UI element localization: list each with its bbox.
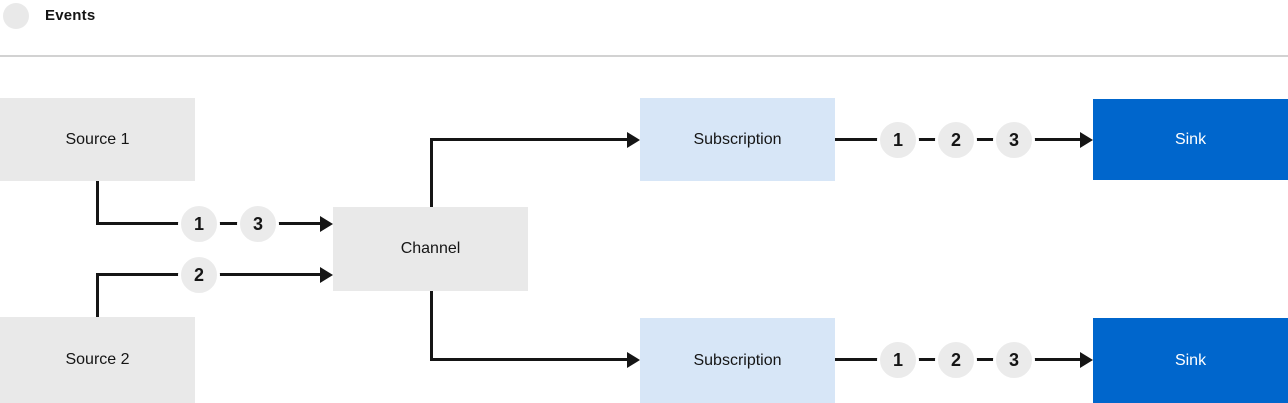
node-sink-2: Sink (1093, 318, 1288, 403)
arrowhead-into-subscription1 (627, 132, 640, 148)
arrowhead-into-subscription2 (627, 352, 640, 368)
connector-channel-up-vertical (430, 138, 433, 207)
node-subscription-1-label: Subscription (693, 130, 782, 148)
arrowhead-into-channel-top (320, 216, 333, 232)
node-channel: Channel (333, 207, 528, 291)
connector-channel-to-subscription1 (430, 138, 627, 141)
divider (0, 55, 1288, 57)
connector-channel-to-subscription2 (430, 358, 627, 361)
node-sink-1: Sink (1093, 99, 1288, 180)
node-source-1-label: Source 1 (65, 130, 130, 148)
node-subscription-2-label: Subscription (693, 351, 782, 369)
node-source-1: Source 1 (0, 98, 195, 181)
event-badge: 1 (877, 119, 919, 161)
arrowhead-into-sink1 (1080, 132, 1093, 148)
arrowhead-into-sink2 (1080, 352, 1093, 368)
node-channel-label: Channel (400, 240, 461, 257)
event-badge: 1 (877, 339, 919, 381)
arrowhead-into-channel-bottom (320, 267, 333, 283)
event-badge: 3 (993, 119, 1035, 161)
event-badge: 3 (237, 203, 279, 245)
connector-source2-vertical (96, 273, 99, 317)
node-source-2-label: Source 2 (65, 351, 130, 368)
event-badge: 2 (935, 119, 977, 161)
event-badge: 3 (993, 339, 1035, 381)
event-badge: 2 (178, 254, 220, 296)
node-subscription-1: Subscription (640, 98, 835, 181)
event-circle-icon (3, 3, 29, 29)
connector-source1-vertical (96, 181, 99, 225)
event-badge: 1 (178, 203, 220, 245)
node-sink-2-label: Sink (1174, 351, 1207, 369)
node-subscription-2: Subscription (640, 318, 835, 403)
legend-label: Events (45, 7, 96, 24)
node-sink-1-label: Sink (1174, 130, 1207, 148)
event-badge: 2 (935, 339, 977, 381)
connector-channel-down-vertical (430, 291, 433, 361)
node-source-2: Source 2 (0, 317, 195, 403)
